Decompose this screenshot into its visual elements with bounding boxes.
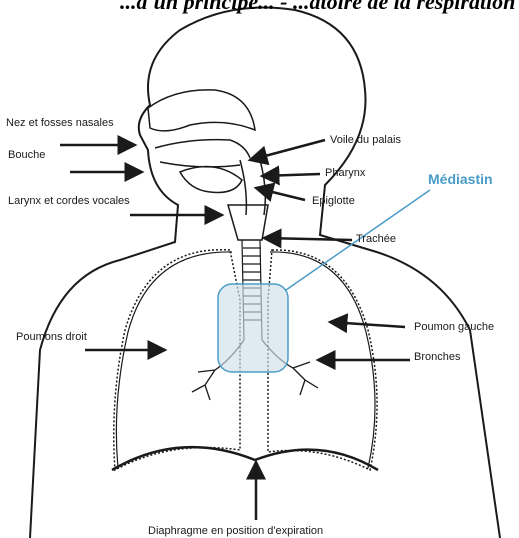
right-lung-outline	[116, 252, 232, 468]
label-larynx: Larynx et cordes vocales	[8, 196, 130, 207]
pharynx	[240, 160, 265, 215]
larynx	[228, 205, 268, 240]
label-poumon-gauche: Poumon gauche	[414, 322, 494, 333]
label-voile: Voile du palais	[330, 135, 401, 146]
nasal-cavity	[148, 90, 255, 131]
label-poumons-droit: Poumons droit	[16, 332, 87, 343]
mouth-palate	[155, 140, 250, 167]
tongue	[180, 167, 242, 193]
diaphragm	[112, 447, 378, 470]
label-nez: Nez et fosses nasales	[6, 118, 114, 129]
body-outline	[30, 8, 500, 538]
label-bronches: Bronches	[414, 352, 460, 363]
label-epiglotte: Epiglotte	[312, 196, 355, 207]
arrow-voile	[250, 140, 325, 160]
diagram-title: ...d'un principe... - ...atoire de la re…	[120, 0, 515, 13]
label-pharynx: Pharynx	[325, 168, 365, 179]
arrow-trachee	[264, 238, 352, 240]
label-mediastin: Médiastin	[428, 172, 493, 186]
mediastin-region	[218, 284, 288, 372]
arrow-epiglotte	[256, 188, 305, 200]
label-trachee: Trachée	[356, 234, 396, 245]
arrow-pharynx	[262, 174, 320, 176]
label-diaphragme: Diaphragme en position d'expiration	[148, 526, 323, 537]
label-bouche: Bouche	[8, 150, 45, 161]
